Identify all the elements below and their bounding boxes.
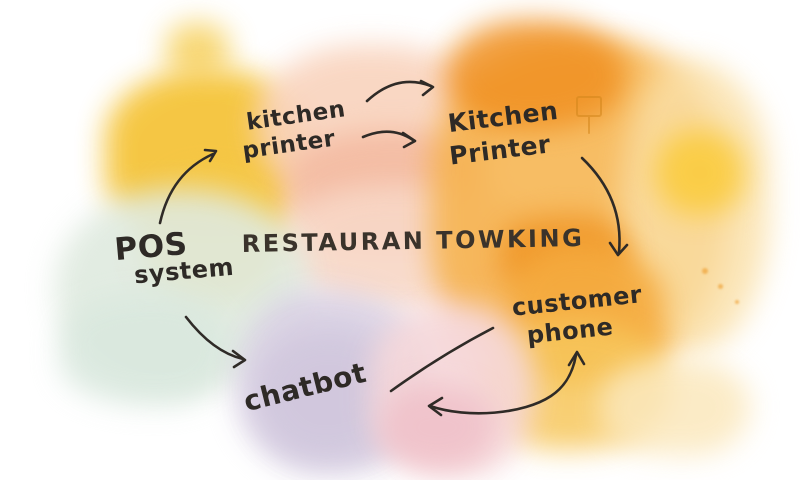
arrowhead	[419, 79, 435, 97]
watercolor-blob-yellow-small	[165, 22, 230, 77]
arrow-pos-to-kitchen-printer-left	[158, 152, 215, 225]
paint-speck	[702, 268, 708, 274]
watercolor-blob-pink-deep	[380, 385, 495, 470]
watercolor-blob-green-low	[60, 295, 230, 405]
arrowhead	[231, 349, 247, 369]
sign-icon	[576, 96, 602, 134]
arrow-pos-to-chatbot	[184, 315, 245, 361]
arrowhead	[203, 148, 218, 163]
arrowhead	[608, 241, 629, 257]
watercolor-blob-orange-top	[445, 20, 625, 130]
paint-speck	[718, 284, 723, 289]
diagram-title: RESTAURAN TOWKING	[241, 224, 585, 258]
watercolor-blob-yellow-bright-right	[655, 130, 745, 215]
arrow-chatbot-customer-phone-bidirectional	[428, 353, 578, 415]
paint-speck	[735, 300, 739, 304]
watercolor-blob-cream-bottom-right	[600, 360, 750, 455]
arrow-printer-left-to-right-upper	[365, 80, 433, 103]
arrow-kitchen-printer-right-to-customer-phone	[580, 156, 621, 254]
connector-chatbot-to-customer-phone	[389, 326, 495, 393]
arrowhead	[427, 396, 444, 417]
arrowhead	[401, 131, 417, 149]
arrowhead	[567, 350, 586, 367]
